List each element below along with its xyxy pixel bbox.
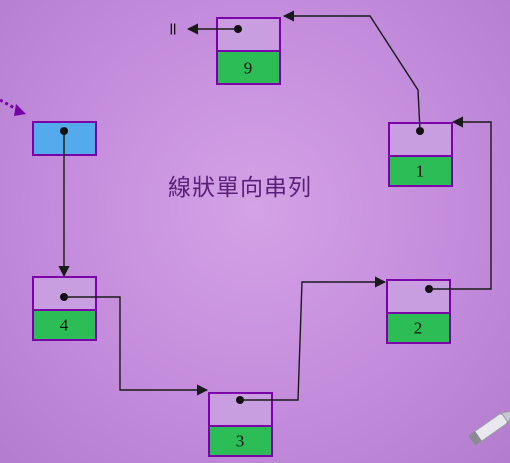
node-2-pointer-cell [386,279,451,314]
node-3: 3 [208,392,273,457]
node-2-data-cell [386,312,451,344]
node-9-pointer-cell [216,17,281,52]
node-2: 2 [386,279,451,344]
node-1: 1 [388,122,453,187]
node-2-value: 2 [414,319,423,338]
pen-icon [468,410,510,446]
node-3-data-cell [208,425,273,457]
node-4-data-cell [32,309,97,341]
link-2-to-1 [429,116,492,290]
node-4-value: 4 [60,316,69,335]
node-9-value: 9 [244,59,253,78]
node-9-data-cell [216,50,281,85]
null-symbol: ll [170,22,177,39]
diagram-title: 線狀單向串列 [168,175,312,201]
node-1-value: 1 [416,162,425,181]
node-1-data-cell [388,155,453,187]
node-4: 4 [32,276,97,341]
entry-arrow [0,98,26,116]
node-3-value: 3 [236,432,245,451]
node-9: 9 [216,17,281,85]
link-1-to-9 [282,10,421,132]
link-3-to-2 [240,276,387,401]
link-4-to-3 [64,296,209,396]
